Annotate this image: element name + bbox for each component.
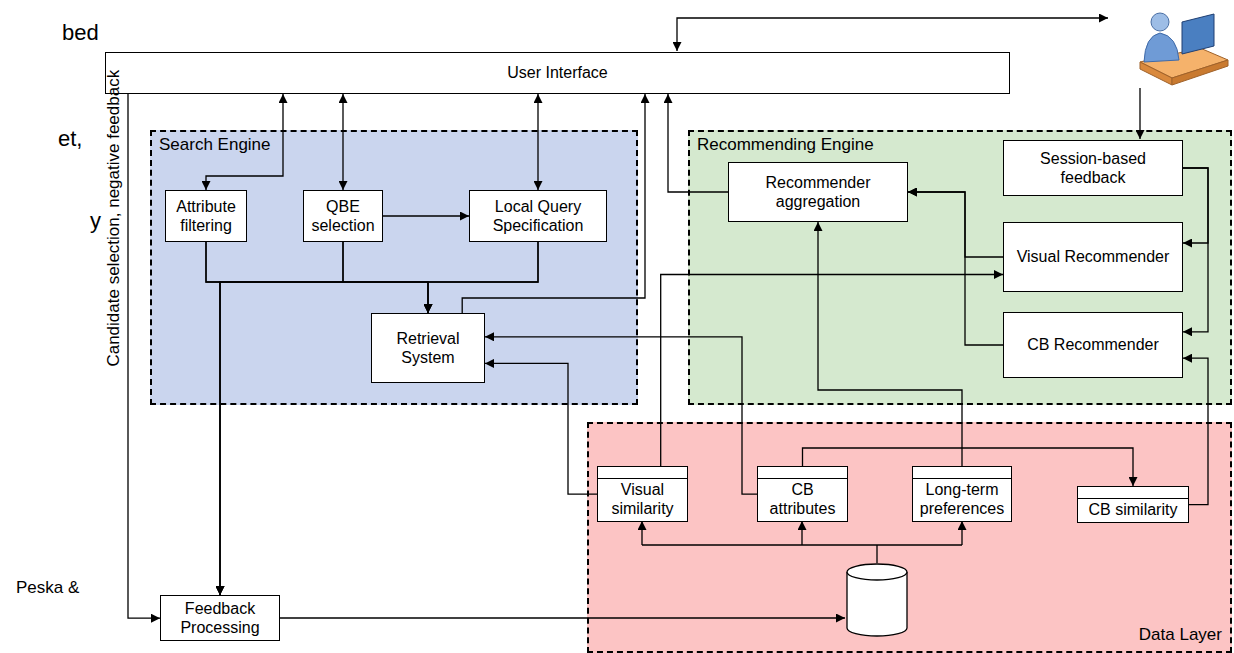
load-arrow [961, 521, 962, 545]
connector-arrow [803, 448, 1134, 486]
box-label: CB Recommender [1027, 335, 1159, 354]
box-label: User Interface [507, 63, 607, 82]
user-link-arrow [677, 18, 1108, 51]
box-label: Recommender aggregation [734, 173, 902, 211]
process-box: Retrieval System [371, 313, 485, 383]
store-arrow [280, 617, 845, 618]
region-title: Search Engine [159, 135, 271, 155]
process-box: Attribute filtering [165, 190, 247, 242]
connector-arrow [485, 337, 757, 494]
box-label: Retrieval System [377, 329, 479, 367]
data-table: Visual similarity [597, 466, 688, 522]
user-feedback-arrow [1139, 88, 1140, 139]
load-arrow [801, 521, 802, 545]
user-icon [1140, 13, 1228, 85]
box-label: CB attributes [763, 480, 842, 518]
box-label: Attribute filtering [171, 197, 241, 235]
connector-arrow [428, 242, 538, 313]
connector-arrow [668, 94, 728, 192]
connector-arrow [206, 94, 283, 190]
box-label: Session-based feedback [1009, 149, 1177, 187]
load-wire [642, 545, 962, 563]
connector-arrow [661, 275, 1003, 467]
process-box: Visual Recommender [1003, 222, 1183, 292]
connector-arrow [342, 94, 343, 190]
process-box: Feedback Processing [160, 595, 280, 641]
connector-arrow [1183, 358, 1208, 504]
connector-arrow [220, 242, 343, 595]
box-label: Long-term preferences [918, 480, 1006, 518]
connector-arrow [908, 192, 1003, 345]
connector-arrow [206, 242, 428, 313]
process-box: CB Recommender [1003, 312, 1183, 378]
box-label: CB similarity [1089, 500, 1178, 519]
box-label: QBE selection [309, 197, 377, 235]
slide-text-fragment: et, [58, 126, 82, 152]
data-table: CB similarity [1077, 486, 1189, 523]
connector-arrow [462, 94, 645, 313]
connector-arrow [206, 242, 220, 595]
slide-text-fragment: bed [62, 20, 99, 46]
box-label: Feedback Processing [166, 599, 274, 637]
connector-arrow [908, 192, 1003, 257]
connector-arrow [128, 94, 160, 618]
box-label: Local Query Specification [475, 197, 601, 235]
interface-bar: User Interface [105, 52, 1010, 94]
process-box: Session-based feedback [1003, 140, 1183, 196]
connector-arrow [1183, 168, 1208, 243]
engine-region: Recommending EngineRecommender aggregati… [688, 130, 1232, 405]
slide-text-fragment: Peska & [16, 578, 79, 598]
engine-region: Search EngineAttribute filtering QBE sele… [150, 130, 638, 405]
connector-arrow [383, 215, 469, 216]
edge-label: Candidate selection, negative feedback [105, 70, 125, 367]
region-title: Recommending Engine [697, 135, 874, 155]
load-arrow [641, 521, 642, 545]
box-label: Visual similarity [603, 480, 682, 518]
region-title: Data Layer [1139, 625, 1222, 645]
connector-arrow [220, 242, 538, 595]
connector-arrow [818, 222, 962, 466]
database-cylinder [847, 564, 907, 636]
connector-arrow [537, 94, 538, 190]
slide-text-fragment: y [90, 208, 101, 234]
connector-arrow [485, 363, 597, 494]
connector-arrow [1183, 168, 1208, 332]
data-region: Data Layer Visual similarity CB attributes… [587, 422, 1232, 653]
process-box: QBE selection [303, 190, 383, 242]
box-label: Visual Recommender [1017, 247, 1170, 266]
data-table: CB attributes [757, 466, 848, 522]
connector-arrow [343, 242, 428, 313]
process-box: Recommender aggregation [728, 162, 908, 222]
data-table: Long-term preferences [912, 466, 1012, 522]
process-box: Local Query Specification [469, 190, 607, 242]
